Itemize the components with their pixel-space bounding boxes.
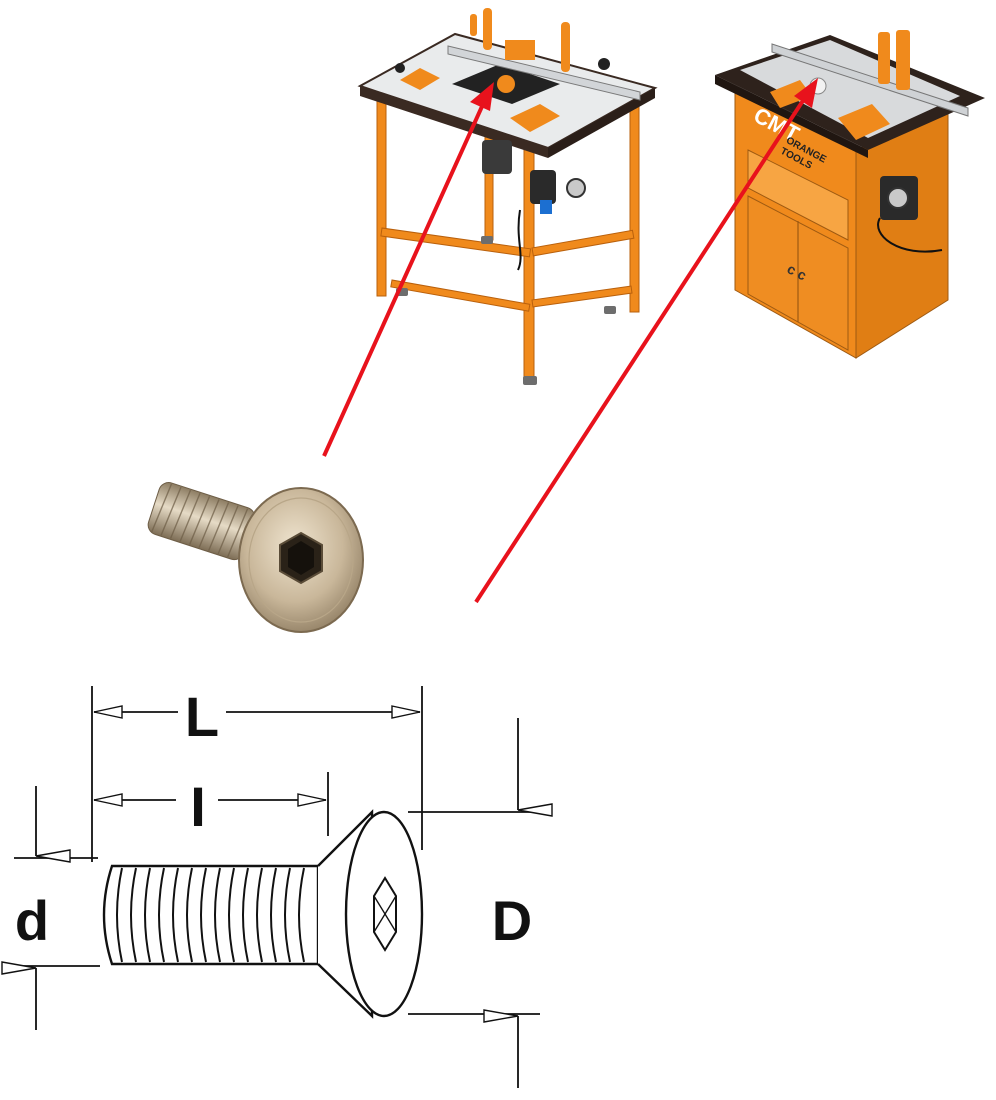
label-head-diameter: D (492, 889, 532, 952)
screw-drawing (102, 809, 424, 1019)
svg-text:c c: c c (785, 260, 810, 283)
pointer-arrows (322, 78, 818, 604)
label-overall-length: L (185, 685, 219, 748)
router-table-stand (357, 8, 658, 385)
screw-photo (147, 482, 364, 633)
label-thread-length: I (190, 775, 206, 838)
countersunk-hex-screw-icon (147, 482, 364, 633)
router-table-cabinet-icon: c c CMT ORANGE TOOLS (715, 30, 985, 359)
technical-drawing (1, 686, 553, 1088)
pointer-arrow-to-stand-table (322, 82, 494, 457)
pointer-arrow-to-cabinet-table (474, 78, 818, 604)
router-table-stand-icon (357, 8, 658, 385)
router-table-cabinet: c c CMT ORANGE TOOLS (715, 30, 985, 359)
label-thread-diameter: d (15, 889, 49, 952)
